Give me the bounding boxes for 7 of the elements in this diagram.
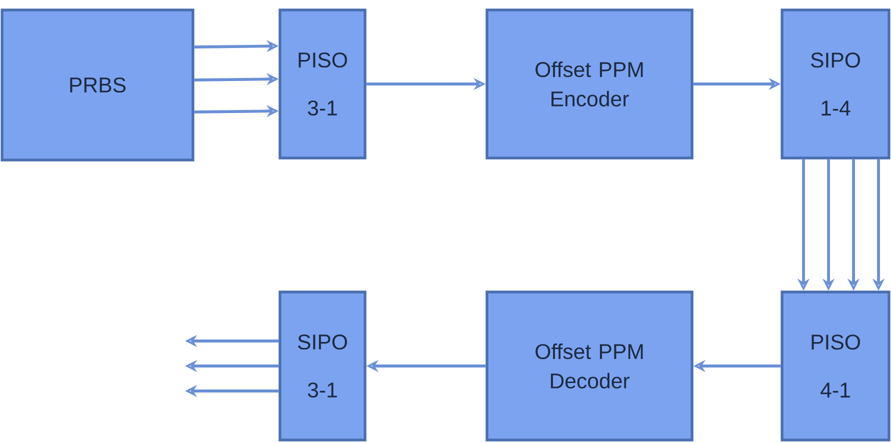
process-box: Offset PPM Encoder [486,8,694,160]
process-box: Offset PPM Decoder [486,290,694,442]
process-box: SIPO 1-4 [780,8,890,160]
process-box: SIPO 3-1 [278,290,366,442]
process-box: PISO 3-1 [278,8,366,160]
process-box: PRBS [0,8,194,162]
process-box: PISO 4-1 [780,290,890,442]
